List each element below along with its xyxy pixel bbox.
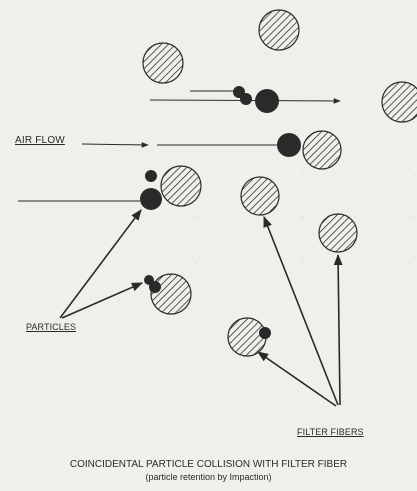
particle: [140, 188, 162, 210]
filter-fiber: [241, 177, 279, 215]
caption-title: COINCIDENTAL PARTICLE COLLISION WITH FIL…: [0, 459, 417, 470]
filter-fiber: [161, 166, 201, 206]
filter-fiber: [151, 274, 191, 314]
filter-fiber: [143, 43, 183, 83]
filter-fiber: [259, 10, 299, 50]
particle: [277, 133, 301, 157]
particle: [149, 281, 161, 293]
particle: [259, 327, 271, 339]
filter-fiber: [382, 82, 417, 122]
caption-subtitle: (particle retention by Impaction): [0, 472, 417, 482]
particle: [240, 93, 252, 105]
filter-fiber: [303, 131, 341, 169]
particle: [145, 170, 157, 182]
filter-fibers-pointer-arrow: [258, 352, 336, 406]
air-flow-label: AIR FLOW: [15, 135, 65, 146]
air-flow-arrow: [82, 144, 148, 145]
filter-fiber: [319, 214, 357, 252]
filter-fibers-pointer-arrow: [338, 255, 340, 405]
particle: [255, 89, 279, 113]
particles-label: PARTICLES: [26, 322, 76, 332]
filter-fiber: [228, 318, 266, 356]
filter-fibers-label: FILTER FIBERS: [297, 427, 364, 437]
